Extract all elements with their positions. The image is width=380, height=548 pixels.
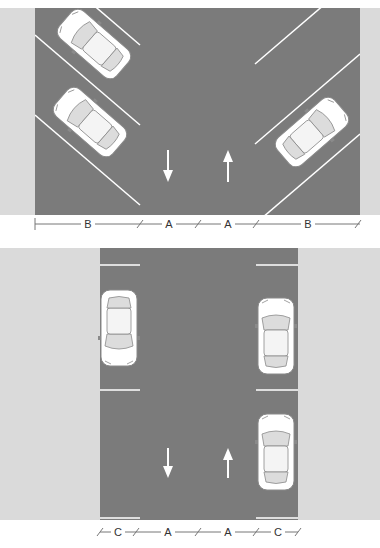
sidewalk — [0, 8, 380, 215]
dimension-label: C — [271, 526, 285, 539]
dimension-line — [35, 218, 361, 230]
dimension-label: A — [162, 218, 175, 231]
traffic-arrows — [163, 150, 233, 182]
dimension-label: C — [111, 526, 125, 539]
cars — [48, 8, 355, 173]
traffic-arrows — [163, 448, 233, 478]
dimension-label: B — [301, 218, 314, 231]
dimension-label: A — [221, 526, 234, 539]
sidewalk — [0, 248, 380, 520]
dimension-label: B — [81, 218, 94, 231]
stall-lines — [35, 8, 360, 215]
cars — [98, 290, 297, 490]
dimension-label: A — [221, 218, 234, 231]
road — [100, 248, 298, 520]
dimension-label: A — [161, 526, 174, 539]
